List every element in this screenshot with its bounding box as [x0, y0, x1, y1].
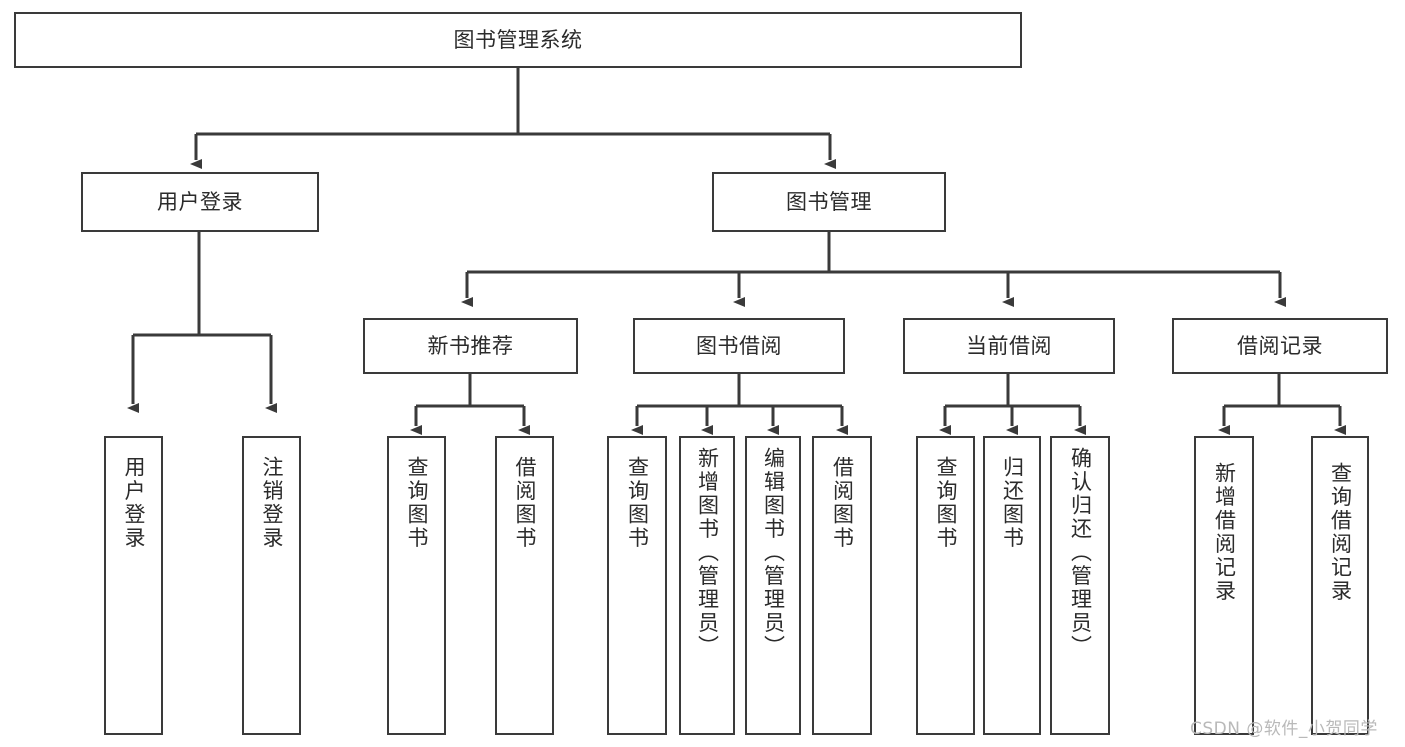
node-label: 用户登录 [122, 456, 146, 550]
node-borrow-record[interactable]: 借阅记录 [1172, 318, 1388, 374]
leaf-query-book-current[interactable]: 查询图书 [916, 436, 975, 735]
node-label: 用户登录 [157, 189, 243, 214]
node-current-borrow[interactable]: 当前借阅 [903, 318, 1115, 374]
node-label: 借阅图书 [513, 456, 537, 550]
leaf-query-borrow-record[interactable]: 查询借阅记录 [1311, 436, 1369, 735]
node-label: 确认归还（管理员） [1068, 447, 1093, 659]
node-label: 归还图书 [1000, 456, 1025, 550]
leaf-borrow-book-borrow[interactable]: 借阅图书 [812, 436, 872, 735]
leaf-query-book-borrow[interactable]: 查询图书 [607, 436, 667, 735]
node-label: 查询图书 [625, 456, 650, 550]
node-new-book-recommend[interactable]: 新书推荐 [363, 318, 578, 374]
node-label: 借阅图书 [830, 456, 855, 550]
node-label: 编辑图书（管理员） [761, 447, 786, 659]
leaf-confirm-return-admin[interactable]: 确认归还（管理员） [1050, 436, 1110, 735]
leaf-user-login[interactable]: 用户登录 [104, 436, 163, 735]
node-root-book-management-system[interactable]: 图书管理系统 [14, 12, 1022, 68]
node-label: 查询图书 [405, 456, 429, 550]
node-label: 新增图书（管理员） [695, 447, 720, 659]
leaf-borrow-book-recommend[interactable]: 借阅图书 [495, 436, 554, 735]
leaf-logout-login[interactable]: 注销登录 [242, 436, 301, 735]
node-label: 查询图书 [934, 456, 958, 550]
node-label: 新书推荐 [427, 333, 514, 358]
node-book-management[interactable]: 图书管理 [712, 172, 946, 232]
node-label: 新增借阅记录 [1212, 462, 1237, 603]
leaf-add-borrow-record[interactable]: 新增借阅记录 [1194, 436, 1254, 735]
node-label: 图书借阅 [696, 333, 782, 358]
node-label: 图书管理系统 [453, 27, 583, 52]
leaf-query-book-recommend[interactable]: 查询图书 [387, 436, 446, 735]
leaf-return-book[interactable]: 归还图书 [983, 436, 1041, 735]
leaf-add-book-admin[interactable]: 新增图书（管理员） [679, 436, 735, 735]
node-label: 借阅记录 [1237, 333, 1323, 358]
node-label: 注销登录 [260, 456, 284, 550]
node-label: 图书管理 [786, 189, 872, 214]
node-user-login[interactable]: 用户登录 [81, 172, 319, 232]
leaf-edit-book-admin[interactable]: 编辑图书（管理员） [745, 436, 801, 735]
node-label: 查询借阅记录 [1328, 462, 1353, 603]
node-label: 当前借阅 [966, 333, 1052, 358]
csdn-watermark: CSDN @软件_小贺同学 [1190, 719, 1378, 739]
node-book-borrow[interactable]: 图书借阅 [633, 318, 845, 374]
